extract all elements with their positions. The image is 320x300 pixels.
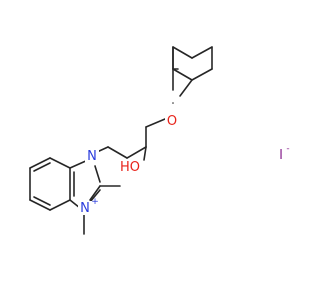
bond bbox=[143, 146, 147, 161]
n3-nitrogen-label: N bbox=[80, 201, 90, 216]
label-mask bbox=[85, 149, 99, 163]
bond bbox=[29, 199, 51, 211]
bond bbox=[145, 118, 166, 128]
bond bbox=[126, 146, 147, 159]
bond bbox=[89, 185, 101, 201]
bond bbox=[33, 196, 51, 206]
bond bbox=[29, 157, 51, 169]
bond bbox=[172, 68, 193, 81]
iodide-negative-charge: - bbox=[286, 144, 289, 154]
n3-positive-charge: + bbox=[91, 197, 99, 207]
label-mask bbox=[165, 114, 179, 128]
molecule-diagram: O HO N N + I - bbox=[29, 46, 290, 235]
bond bbox=[49, 157, 71, 169]
atom-label-layer: O HO N N + I - bbox=[78, 114, 290, 216]
bond bbox=[191, 46, 213, 59]
bond bbox=[107, 146, 128, 159]
bond bbox=[89, 189, 101, 203]
ether-oxygen-label: O bbox=[167, 114, 177, 129]
n1-nitrogen-label: N bbox=[87, 149, 97, 164]
bond bbox=[191, 68, 213, 81]
bond-layer bbox=[29, 46, 213, 235]
bond bbox=[94, 165, 101, 183]
label-mask bbox=[78, 201, 92, 215]
bond bbox=[33, 162, 51, 172]
label-mask bbox=[118, 160, 142, 174]
hydroxyl-label: HO bbox=[120, 160, 140, 175]
bond bbox=[49, 199, 71, 211]
bond bbox=[172, 46, 193, 59]
iodine-label: I bbox=[279, 148, 283, 163]
bond bbox=[179, 79, 193, 97]
